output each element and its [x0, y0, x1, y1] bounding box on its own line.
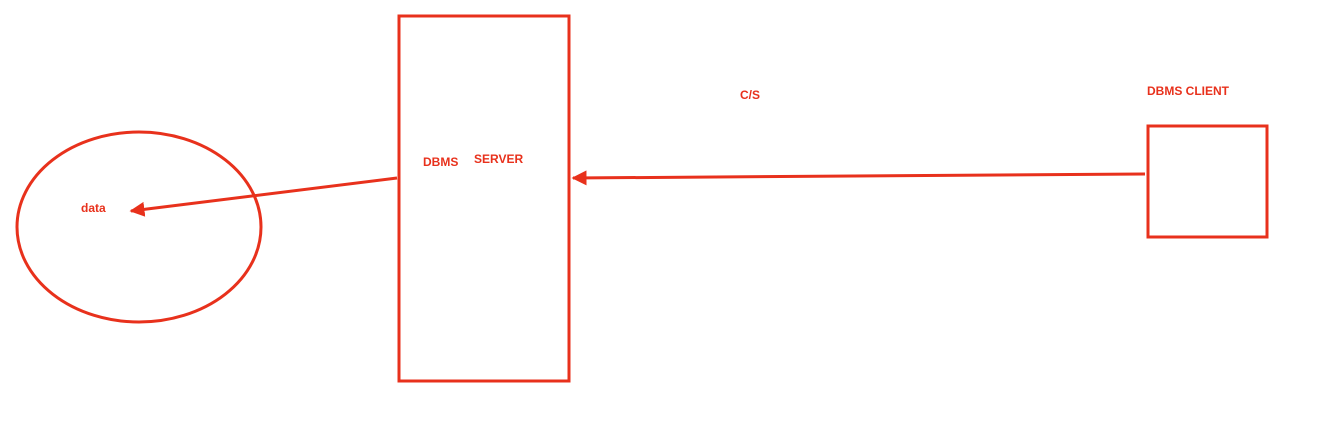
- cs-label: C/S: [740, 88, 760, 102]
- server-to-data-arrow: [129, 176, 398, 217]
- server-label: SERVER: [474, 152, 523, 166]
- dbms-client-box: [1146, 124, 1269, 239]
- dbms-client-label: DBMS CLIENT: [1147, 84, 1230, 98]
- dbms-server-box: [397, 14, 571, 383]
- data-label: data: [81, 201, 106, 215]
- dbms-label: DBMS: [423, 155, 458, 169]
- data-store-ellipse: [15, 130, 263, 324]
- client-to-server-arrow: [571, 170, 1146, 186]
